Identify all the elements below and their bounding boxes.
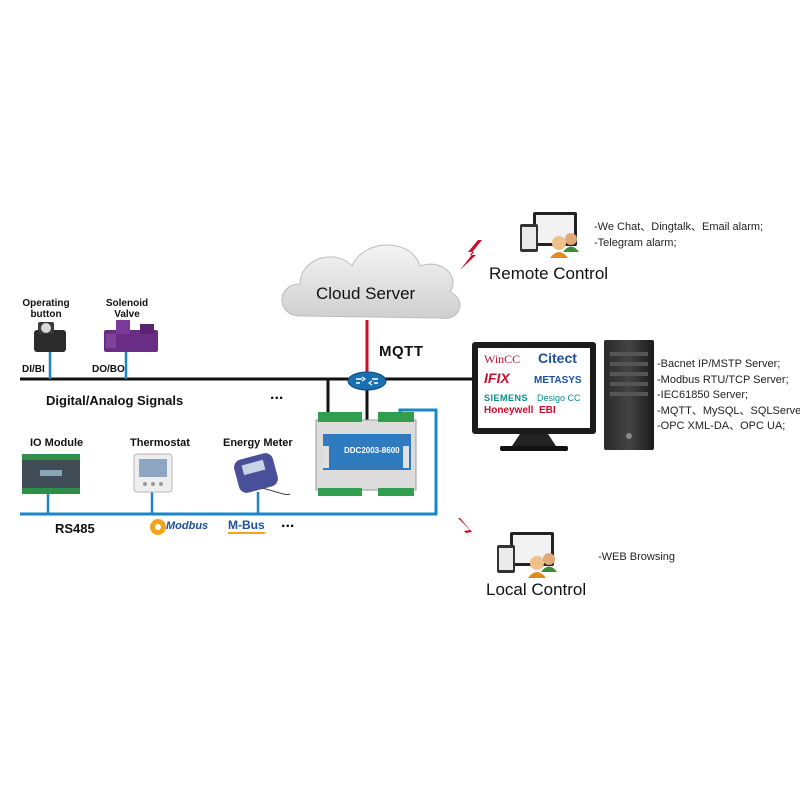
server-protocol-item: -Modbus RTU/TCP Server;: [657, 373, 789, 386]
monitor-icon: [472, 342, 596, 451]
remote-devices-icon: [520, 212, 579, 258]
cloud-server-shape: [281, 244, 461, 319]
ebi-logo: EBI: [539, 405, 556, 416]
server-tower-icon: [604, 340, 654, 450]
metasys-logo: METASYS: [534, 375, 582, 386]
server-protocol-item: -Bacnet IP/MSTP Server;: [657, 358, 781, 370]
remote-feature-item: -We Chat、Dingtalk、Email alarm;: [594, 221, 764, 233]
honeywell-logo: Honeywell: [484, 405, 534, 416]
lightning-icon: [460, 240, 482, 270]
desigo-logo: Desigo CC: [537, 393, 581, 403]
citect-logo: Citect: [538, 350, 577, 366]
cloud-server-label: Cloud Server: [316, 284, 416, 303]
ddc-controller: [315, 412, 417, 496]
rs485-label: RS485: [55, 521, 95, 536]
server-protocol-item: -OPC XML-DA、OPC UA;: [657, 420, 786, 432]
mqtt-label: MQTT: [379, 343, 424, 360]
operating-button-icon: [34, 322, 66, 352]
local-control-title: Local Control: [486, 580, 587, 599]
local-feature-list: -WEB Browsing: [598, 550, 675, 566]
thermostat-icon: [133, 453, 173, 493]
remote-feature-item: -Telegram alarm;: [594, 236, 677, 249]
di-bi-label: DI/BI: [22, 364, 45, 375]
server-protocol-item: -MQTT、MySQL、SQLServer;: [657, 404, 800, 417]
energy-meter-label: Energy Meter: [223, 437, 293, 449]
rs485-ellipsis: ...: [281, 514, 295, 531]
do-bo-label: DO/BO: [92, 364, 125, 375]
wincc-logo: WinCC: [484, 352, 521, 366]
router-icon: [347, 371, 387, 391]
digital-ellipsis: ...: [270, 386, 284, 403]
solenoid-valve-label: Solenoid Valve: [105, 298, 149, 320]
io-module-icon: [22, 454, 80, 494]
ifix-logo: IFIX: [484, 370, 510, 386]
modbus-gear-icon: [150, 519, 166, 535]
local-devices-icon: [497, 532, 557, 578]
io-module-label: IO Module: [30, 437, 84, 449]
remote-feature-list: -We Chat、Dingtalk、Email alarm; -Telegram…: [594, 220, 763, 251]
server-protocol-list: -Bacnet IP/MSTP Server; -Modbus RTU/TCP …: [657, 357, 800, 435]
thermostat-label: Thermostat: [130, 437, 190, 449]
local-feature-item: -WEB Browsing: [598, 551, 676, 563]
solenoid-valve-icon: [104, 320, 158, 352]
energy-meter-icon: [234, 453, 291, 495]
remote-control-title: Remote Control: [489, 264, 609, 283]
operating-button-label: Operating button: [22, 298, 70, 320]
digital-analog-label: Digital/Analog Signals: [46, 393, 184, 408]
controller-model-label: DDC2003-8600: [344, 446, 400, 455]
lightning-icon: [458, 518, 480, 548]
server-protocol-item: -IEC61850 Server;: [657, 389, 749, 401]
modbus-logo: Modbus: [166, 520, 209, 532]
mbus-logo: M-Bus: [228, 518, 265, 534]
siemens-logo: SIEMENS: [484, 393, 529, 403]
